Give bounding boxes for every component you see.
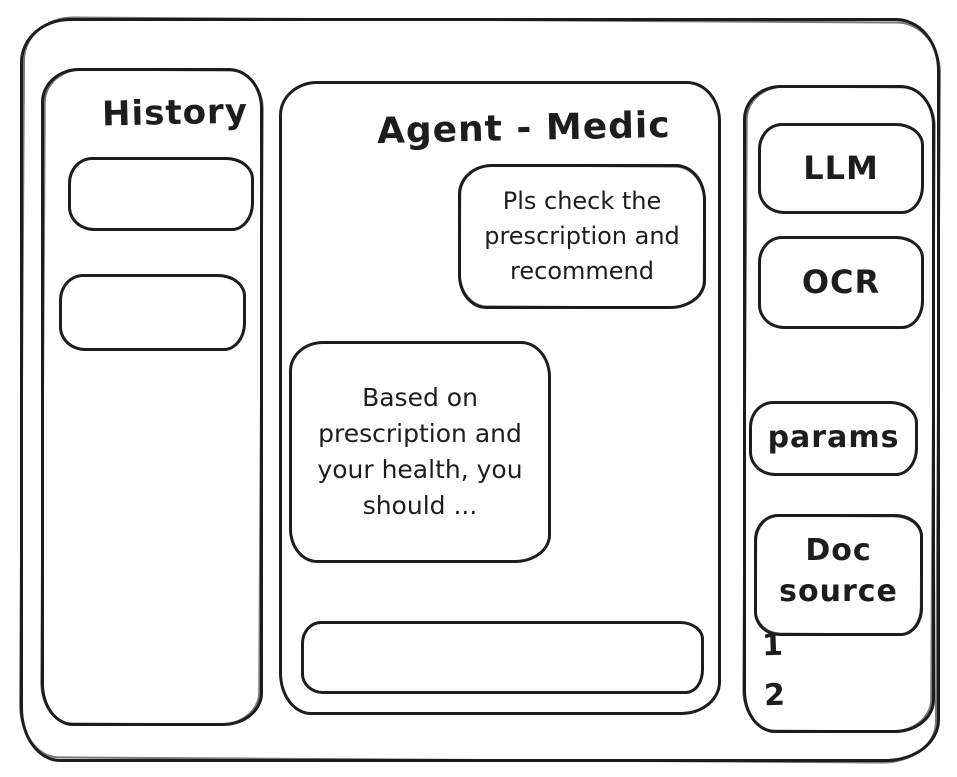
doc-source-item-2[interactable]: 2 [763, 677, 786, 714]
history-item[interactable] [68, 157, 254, 231]
tool-button-params[interactable]: params [749, 401, 918, 476]
history-title: History [101, 91, 249, 135]
tool-button-doc-source[interactable]: Doc source [754, 514, 923, 636]
agent-message-bubble: Based on prescription and your health, y… [289, 341, 551, 563]
tool-button-ocr[interactable]: OCR [758, 236, 924, 329]
tools-panel: LLM OCR params Doc source 1 2 [743, 85, 935, 733]
app-window: History Agent - Medic Pls check the pres… [20, 18, 940, 762]
chat-input[interactable] [301, 621, 704, 694]
doc-source-item-1[interactable]: 1 [761, 627, 784, 664]
chat-title: Agent - Medic [376, 104, 671, 153]
tool-button-llm[interactable]: LLM [758, 123, 924, 214]
history-item[interactable] [59, 274, 246, 351]
user-message-bubble: Pls check the prescription and recommend [458, 164, 706, 309]
chat-panel: Agent - Medic Pls check the prescription… [279, 81, 721, 715]
history-panel: History [41, 68, 263, 726]
